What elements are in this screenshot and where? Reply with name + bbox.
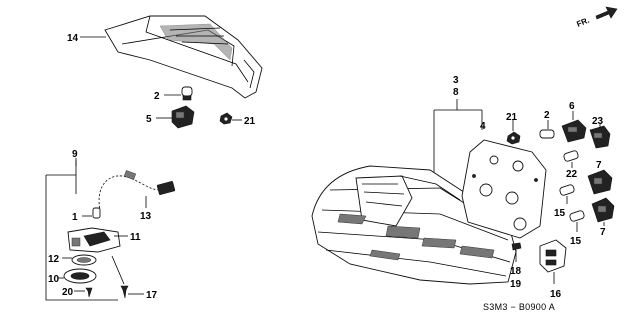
callout-14: 14 [67, 33, 79, 44]
socket-23 [589, 125, 611, 149]
bulb-15-lower [569, 210, 585, 222]
callout-19: 19 [510, 279, 522, 290]
callout-18: 18 [510, 266, 522, 277]
callout-16: 16 [550, 289, 562, 300]
callout-22: 22 [566, 169, 578, 180]
wire-harness [98, 170, 176, 211]
lens-plate [63, 268, 97, 284]
callout-15-upper: 15 [554, 208, 566, 219]
high-mount-stop-light [104, 15, 263, 99]
callout-11: 11 [130, 232, 141, 243]
callout-3: 3 [453, 75, 459, 86]
bulb-base-plate [461, 139, 547, 239]
callout-13: 13 [140, 211, 152, 222]
screw-17 [120, 285, 129, 299]
callout-2-right: 2 [544, 110, 550, 121]
socket-7-lower [591, 197, 615, 223]
callout-10: 10 [48, 274, 60, 285]
socket-6 [561, 119, 587, 143]
callout-6: 6 [569, 101, 575, 112]
socket-top [171, 105, 195, 129]
callout-7-upper: 7 [596, 160, 602, 171]
callout-7-lower: 7 [600, 227, 606, 238]
front-direction-label: FR. [575, 16, 590, 29]
callout-9: 9 [72, 149, 78, 160]
callout-20: 20 [62, 287, 74, 298]
front-direction-indicator: FR. [575, 6, 618, 29]
screw-20 [85, 287, 93, 298]
bulb-top [181, 86, 193, 101]
bulb-22 [563, 150, 579, 162]
diagram-code: S3M3 − B0900 A [483, 302, 555, 312]
callout-17: 17 [146, 290, 158, 301]
bracket-3-8 [433, 99, 483, 178]
nut-21-right [506, 131, 521, 145]
callout-21-right: 21 [506, 112, 518, 123]
license-bulb [92, 207, 101, 219]
socket-connector-16 [539, 239, 567, 273]
leader-17-diag [111, 255, 125, 285]
bulb-right [539, 129, 555, 139]
screw-18-19 [511, 242, 522, 256]
callout-15-lower: 15 [570, 236, 582, 247]
callout-5: 5 [146, 114, 152, 125]
callout-8: 8 [453, 87, 459, 98]
nut-top [219, 112, 233, 125]
callout-2-top: 2 [154, 91, 160, 102]
license-housing [67, 227, 121, 253]
callout-12: 12 [48, 254, 60, 265]
callout-21-top: 21 [244, 116, 256, 127]
callout-23: 23 [592, 116, 604, 127]
socket-7-upper [587, 169, 613, 195]
gasket [71, 254, 97, 266]
callout-1: 1 [72, 212, 78, 223]
bulb-15-upper [559, 184, 575, 196]
front-arrow-icon [595, 6, 618, 20]
callout-4: 4 [480, 121, 486, 132]
